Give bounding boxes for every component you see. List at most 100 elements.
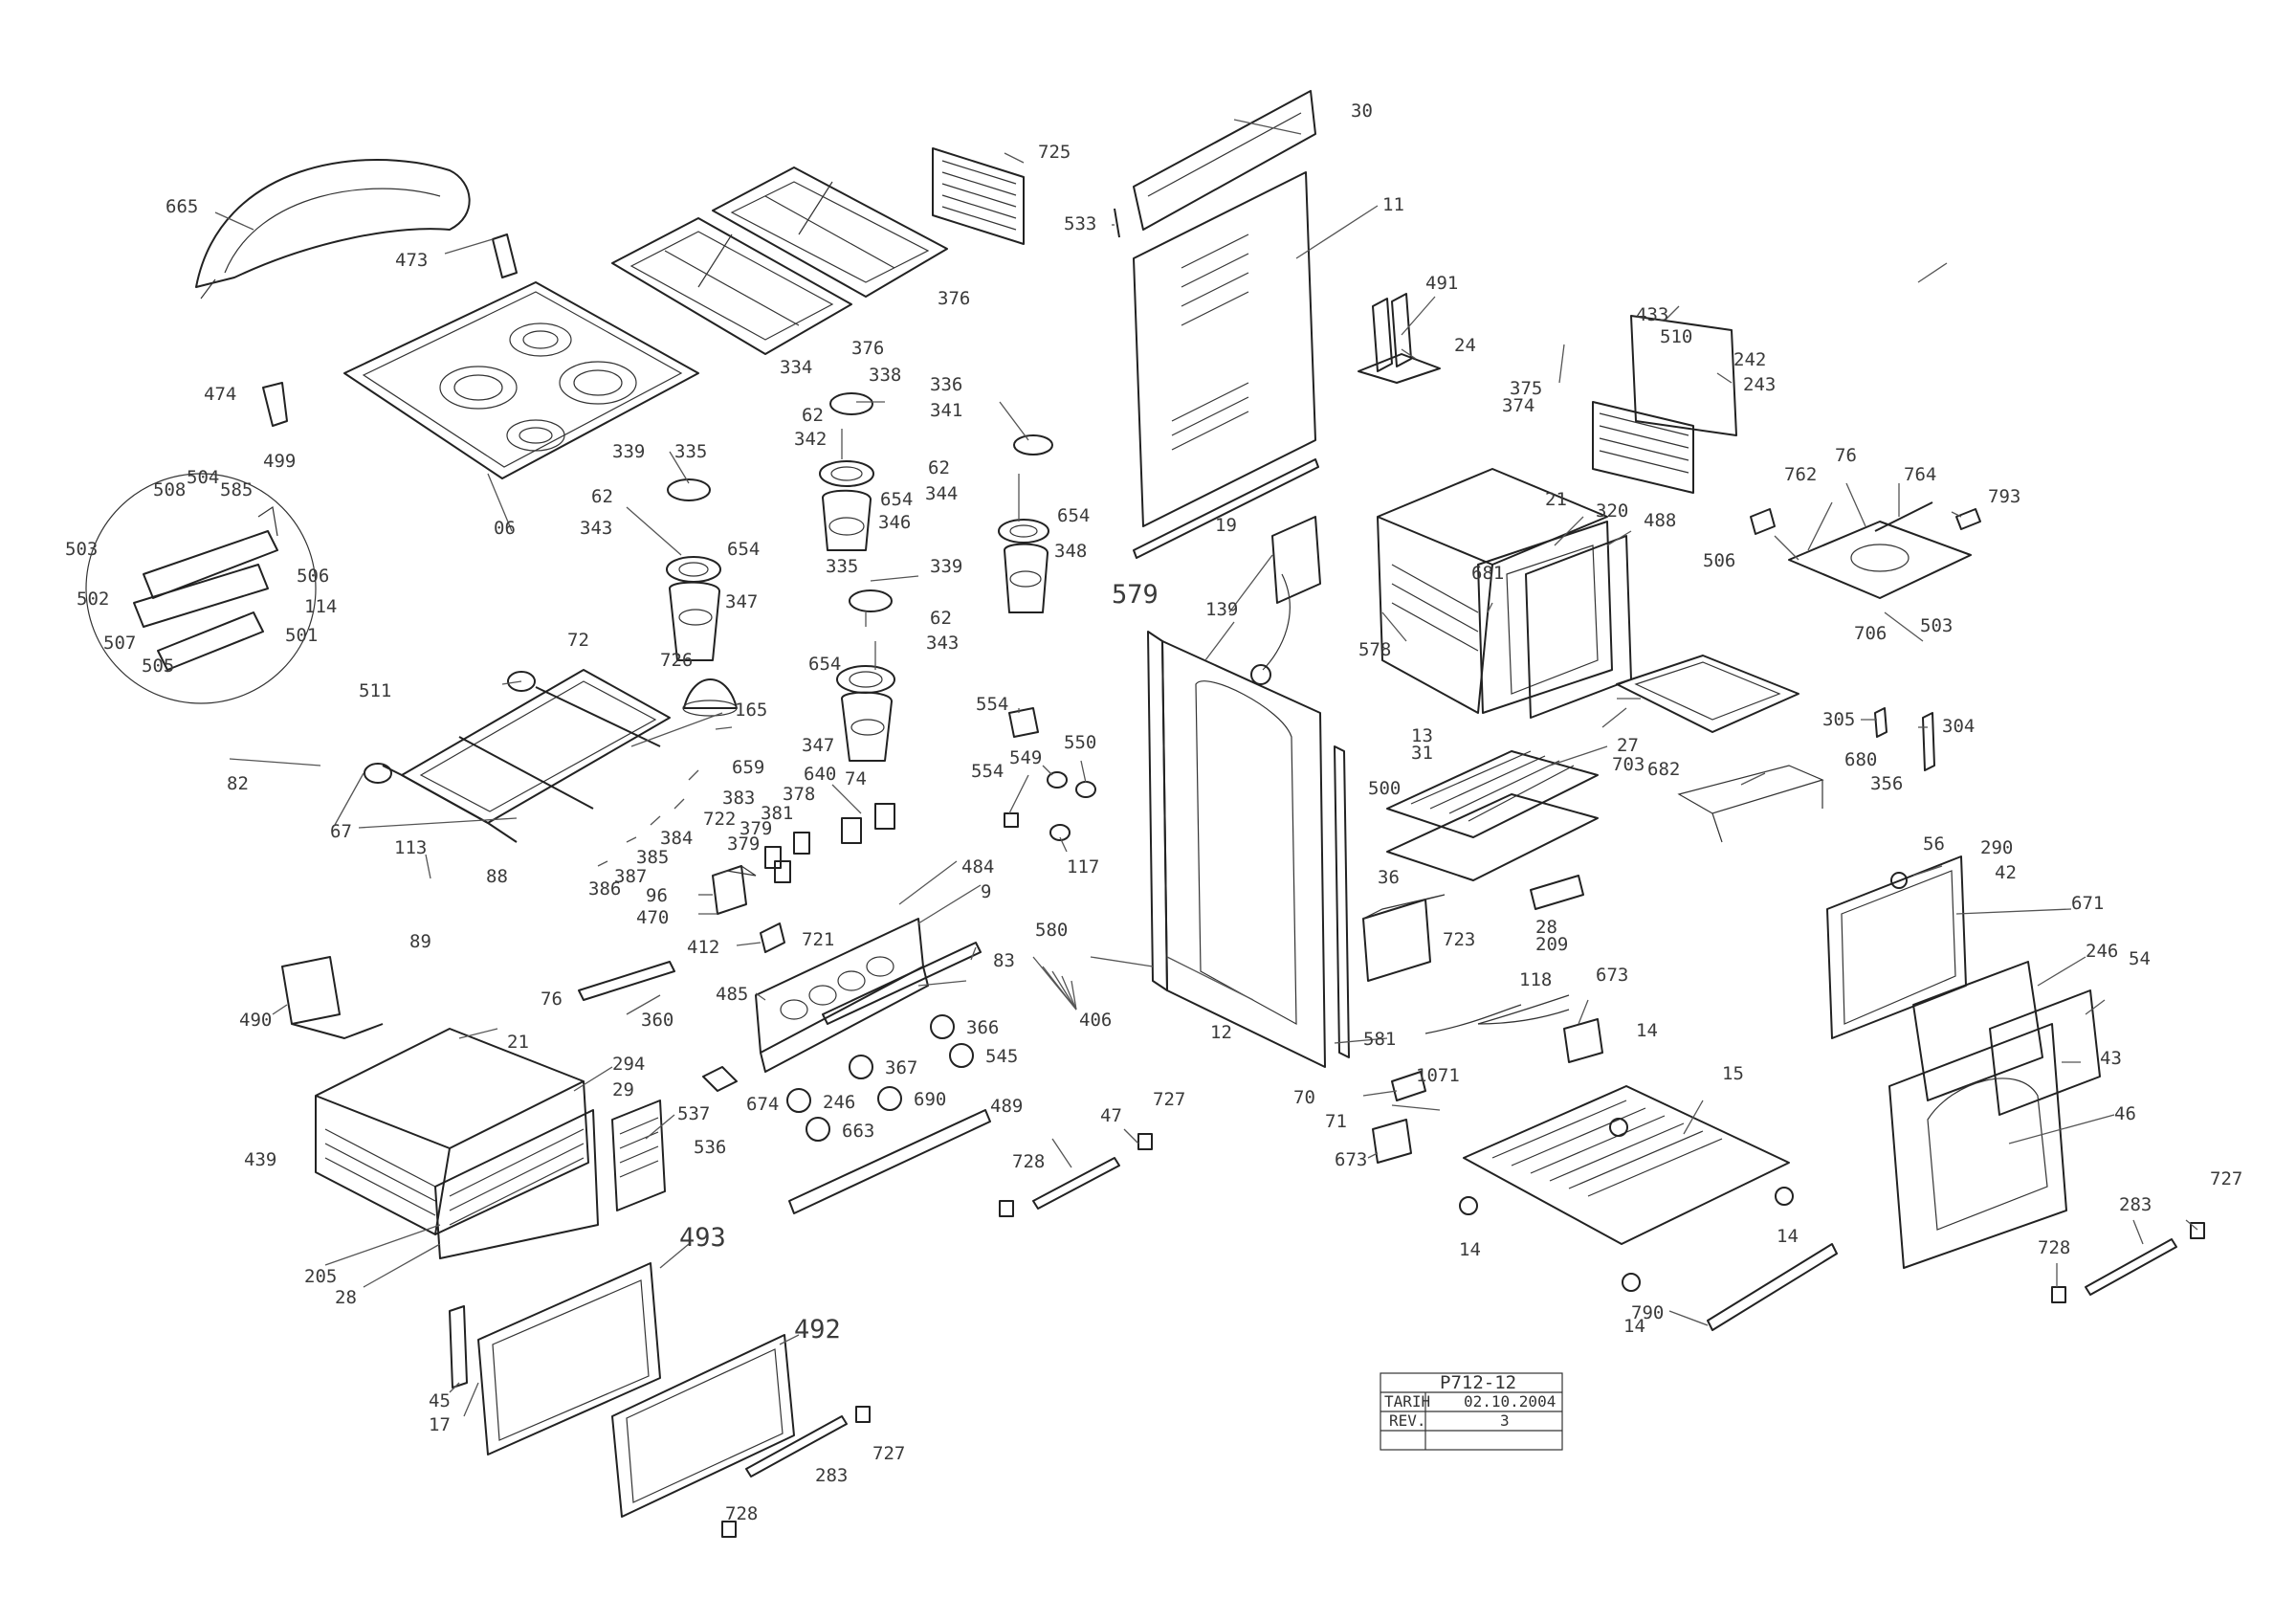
label-508: 508 [153,479,186,500]
label-28a: 28 [335,1287,357,1308]
part-45-hinge [449,1305,468,1389]
label-14a: 14 [1636,1020,1658,1041]
label-383: 383 [722,788,755,809]
part-536-fins [611,1100,666,1211]
label-71: 71 [1325,1111,1347,1132]
label-338: 338 [869,365,901,386]
label-491: 491 [1425,273,1458,294]
label-343b: 343 [926,633,959,654]
part-338-burner-cap [829,392,873,415]
label-493: 493 [679,1223,726,1253]
label-473: 473 [395,250,428,271]
part-96-box [712,865,757,915]
label-378: 378 [783,784,815,805]
part-336-burner-cap [1013,434,1053,455]
label-640: 640 [804,764,836,785]
part-726-regulator [682,678,738,717]
label-728a: 728 [1012,1151,1045,1172]
part-554-block [1008,707,1039,738]
label-673b: 673 [1335,1149,1367,1170]
label-31: 31 [1411,743,1433,764]
label-690: 690 [914,1089,946,1110]
label-764: 764 [1904,464,1936,485]
label-29: 29 [612,1079,634,1100]
part-21-lower-oven-body [315,1028,599,1259]
part-12-upper-door [1147,631,1326,1068]
label-511: 511 [359,680,391,701]
label-67: 67 [330,821,352,842]
part-243-vent [1592,401,1694,494]
label-703: 703 [1612,754,1645,775]
title-block-rev-value: 3 [1500,1411,1510,1430]
label-205: 205 [304,1266,337,1287]
label-367: 367 [885,1057,917,1078]
label-728c: 728 [2038,1237,2070,1258]
part-344-burner-assembly [998,519,1049,613]
part-793-clip [1955,508,1981,530]
label-19: 19 [1215,515,1237,536]
label-335b: 335 [826,556,858,577]
label-727a: 727 [1153,1089,1185,1110]
label-42: 42 [1995,862,2017,883]
part-handle-caps [721,1133,2205,1538]
label-165: 165 [735,700,767,721]
label-470: 470 [636,907,669,928]
part-493-door-frame [477,1262,661,1455]
part-492-lower-door [611,1334,795,1518]
part-335-burner-cap [849,589,893,612]
label-654c: 654 [727,539,760,560]
label-06: 06 [494,518,516,539]
label-209: 209 [1535,934,1568,955]
part-376-pan-support-left [611,217,852,355]
label-680: 680 [1844,749,1877,770]
label-663: 663 [842,1121,874,1142]
part-490-stand [281,956,384,1039]
part-27-oven-rack [1386,750,1599,838]
label-47: 47 [1100,1105,1122,1126]
label-554b: 554 [971,761,1004,782]
part-knobs [786,1014,974,1142]
part-550-part [1075,781,1096,798]
part-06-cooktop [343,281,699,479]
label-504: 504 [187,467,219,488]
label-554a: 554 [976,694,1008,715]
label-502: 502 [77,589,109,610]
label-342: 342 [794,429,827,450]
title-block-date-label: TARIH [1384,1392,1430,1411]
part-47-handle [1032,1157,1120,1210]
label-246b: 246 [2086,941,2118,962]
label-545: 545 [985,1046,1018,1067]
part-labels: 665 473 474 06 725 376 376 334 338 336 3… [65,100,2242,1524]
part-11-back-panel [1133,171,1316,527]
label-536: 536 [694,1137,726,1158]
part-412-plate [760,922,785,953]
part-725-vent-grille [932,147,1025,245]
label-412: 412 [687,937,719,958]
label-406: 406 [1079,1010,1112,1031]
part-549-part [1047,771,1068,789]
label-14c: 14 [1777,1226,1799,1247]
label-139: 139 [1205,599,1238,620]
label-510: 510 [1660,326,1692,347]
label-89: 89 [409,931,431,952]
label-347b: 347 [802,735,834,756]
label-433: 433 [1636,304,1668,325]
label-501: 501 [285,625,318,646]
label-671: 671 [2071,893,2104,914]
part-209-bracket [1530,875,1584,910]
label-506b: 506 [1703,550,1735,571]
part-488-seal [1525,535,1632,719]
label-506a: 506 [297,566,329,587]
label-485: 485 [716,984,748,1005]
part-283-handle-lower [745,1415,848,1478]
part-9-control-panel [755,918,929,1073]
label-56: 56 [1923,833,1945,855]
part-343-burner-assembly-left [666,556,721,661]
part-554-small [1004,812,1019,828]
label-54: 54 [2129,948,2151,969]
part-246-glass [1912,961,2043,1101]
part-21-upper-oven-body [1377,468,1613,714]
part-764-rod [1874,501,1933,532]
label-682: 682 [1647,759,1680,780]
label-335a: 335 [674,441,707,462]
